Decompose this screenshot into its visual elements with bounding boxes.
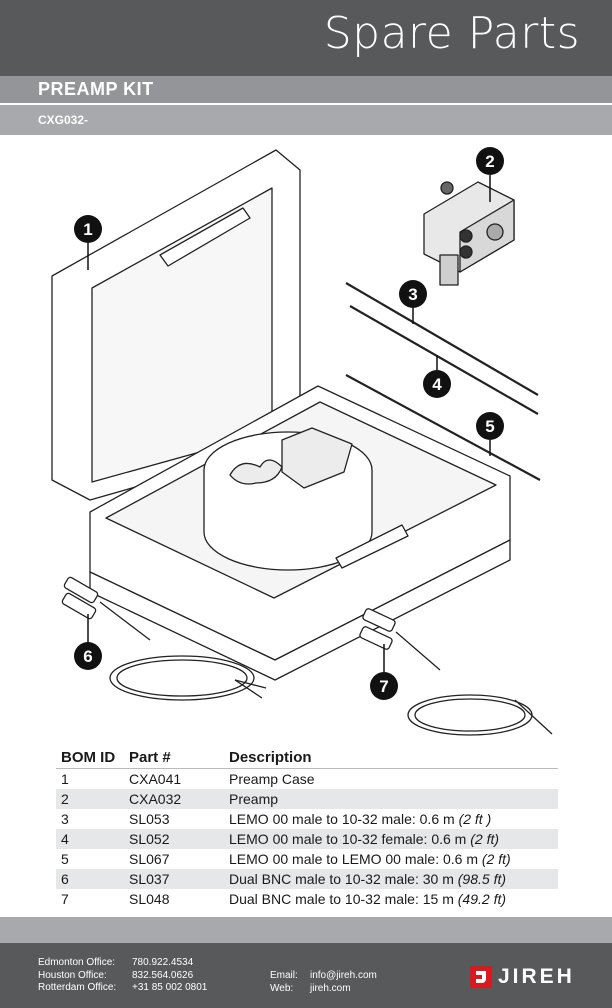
preamp-unit xyxy=(423,181,515,286)
email-label: Email: xyxy=(270,970,298,981)
svg-text:6: 6 xyxy=(83,647,92,666)
callout-4: 4 xyxy=(423,355,451,398)
callout-1: 1 xyxy=(74,215,102,270)
kit-code: CXG032- xyxy=(38,113,89,127)
description: LEMO 00 male to LEMO 00 male: 0.6 m (2 f… xyxy=(229,851,511,867)
case-lid xyxy=(51,149,301,501)
bom-id: 2 xyxy=(61,791,69,807)
footer-band xyxy=(0,917,612,943)
callout-2: 2 xyxy=(476,147,504,202)
parts-illustration: 1 2 3 4 5 6 7 xyxy=(51,147,553,736)
bnc-cable-30m xyxy=(61,576,267,701)
description: Dual BNC male to 10-32 male: 30 m (98.5 … xyxy=(229,871,507,887)
office-row: Rotterdam Office: +31 85 002 0801 xyxy=(38,982,207,995)
web-link[interactable]: jireh.com xyxy=(310,982,351,994)
contact-row: Email: info@jireh.com xyxy=(270,970,377,983)
bom-id: 7 xyxy=(61,891,69,907)
description: LEMO 00 male to 10-32 male: 0.6 m (2 ft … xyxy=(229,811,492,827)
callout-7: 7 xyxy=(370,644,398,700)
office-phone[interactable]: 832.564.0626 xyxy=(132,969,194,981)
callout-6: 6 xyxy=(74,614,102,670)
svg-text:4: 4 xyxy=(432,375,442,394)
office-list: Edmonton Office: 780.922.4534 Houston Of… xyxy=(38,957,207,995)
header-part-number: Part # xyxy=(129,748,171,766)
table-row: 5 SL067 LEMO 00 male to LEMO 00 male: 0.… xyxy=(56,849,558,869)
table-row: 6 SL037 Dual BNC male to 10-32 male: 30 … xyxy=(56,869,558,889)
kit-code-band: CXG032- xyxy=(0,105,612,135)
office-label: Edmonton Office: xyxy=(38,957,116,968)
part-number: SL037 xyxy=(129,871,170,887)
bom-id: 4 xyxy=(61,831,69,847)
kit-name-band: PREAMP KIT xyxy=(0,76,612,103)
svg-text:5: 5 xyxy=(485,417,494,436)
bom-id: 3 xyxy=(61,811,69,827)
email-link[interactable]: info@jireh.com xyxy=(310,970,377,981)
svg-text:3: 3 xyxy=(408,285,417,304)
bom-id: 1 xyxy=(61,771,69,787)
description: Preamp Case xyxy=(229,771,315,787)
part-number: CXA032 xyxy=(129,791,182,807)
header-bom-id: BOM ID xyxy=(61,748,116,766)
contact-list: Email: info@jireh.com Web: jireh.com xyxy=(270,970,377,995)
contact-row: Web: jireh.com xyxy=(270,983,377,996)
jireh-logo-icon xyxy=(470,966,492,988)
callout-5: 5 xyxy=(476,412,504,456)
part-number: SL048 xyxy=(129,891,170,907)
bom-header-row: BOM ID Part # Description xyxy=(56,746,558,769)
imperial-length: (2 ft) xyxy=(470,831,500,847)
part-number: SL053 xyxy=(129,811,170,827)
footer: Edmonton Office: 780.922.4534 Houston Of… xyxy=(0,943,612,1008)
office-row: Edmonton Office: 780.922.4534 xyxy=(38,957,207,970)
office-label: Rotterdam Office: xyxy=(38,982,117,993)
header-bar: Spare Parts xyxy=(0,0,612,76)
table-row: 7 SL048 Dual BNC male to 10-32 male: 15 … xyxy=(56,889,558,909)
kit-name: PREAMP KIT xyxy=(38,79,154,99)
brand-name: JIREH xyxy=(498,965,575,988)
description: LEMO 00 male to 10-32 female: 0.6 m (2 f… xyxy=(229,831,500,847)
bom-table: BOM ID Part # Description 1 CXA041 Pream… xyxy=(56,746,558,909)
table-row: 1 CXA041 Preamp Case xyxy=(56,769,558,790)
svg-text:1: 1 xyxy=(83,220,92,239)
imperial-length: (2 ft) xyxy=(481,851,511,867)
office-label: Houston Office: xyxy=(38,969,107,981)
imperial-length: (98.5 ft) xyxy=(457,871,507,887)
header-description: Description xyxy=(229,748,312,766)
office-phone[interactable]: 780.922.4534 xyxy=(132,957,194,968)
part-number: CXA041 xyxy=(129,771,182,787)
imperial-length: (2 ft ) xyxy=(458,811,492,827)
description: Dual BNC male to 10-32 male: 15 m (49.2 … xyxy=(229,891,507,907)
office-row: Houston Office: 832.564.0626 xyxy=(38,970,207,983)
straight-cables xyxy=(345,282,541,481)
part-number: SL067 xyxy=(129,851,170,867)
callout-3: 3 xyxy=(399,280,427,324)
part-number: SL052 xyxy=(129,831,170,847)
office-phone[interactable]: +31 85 002 0801 xyxy=(132,982,208,993)
description: Preamp xyxy=(229,791,279,807)
bnc-cable-15m xyxy=(359,608,553,736)
page-title: Spare Parts xyxy=(323,8,580,59)
table-row: 2 CXA032 Preamp xyxy=(56,789,558,809)
table-row: 3 SL053 LEMO 00 male to 10-32 male: 0.6 … xyxy=(56,809,558,829)
web-label: Web: xyxy=(270,982,294,994)
svg-text:7: 7 xyxy=(379,677,388,696)
table-row: 4 SL052 LEMO 00 male to 10-32 female: 0.… xyxy=(56,829,558,849)
bom-id: 5 xyxy=(61,851,69,867)
svg-text:2: 2 xyxy=(485,152,494,171)
brand-logo: JIREH xyxy=(470,965,575,989)
bom-id: 6 xyxy=(61,871,69,887)
imperial-length: (49.2 ft) xyxy=(457,891,507,907)
